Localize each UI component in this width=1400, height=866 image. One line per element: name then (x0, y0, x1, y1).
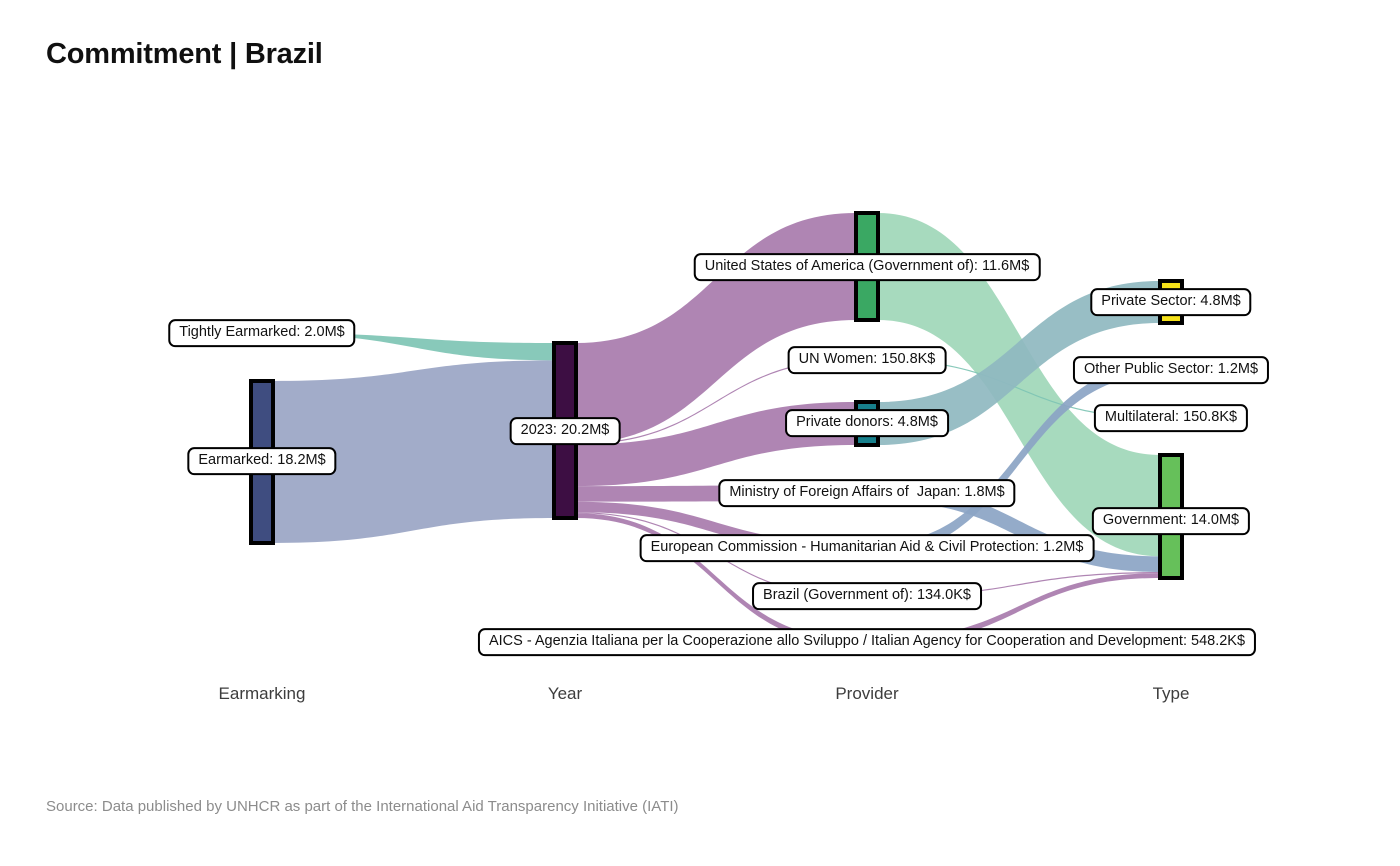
node-label-tightly_earmarked[interactable]: Tightly Earmarked: 2.0M$ (168, 319, 356, 347)
sankey-link[interactable] (878, 573, 1160, 645)
source-note: Source: Data published by UNHCR as part … (46, 798, 679, 815)
sankey-link[interactable] (878, 213, 1160, 557)
node-label-aics[interactable]: AICS - Agenzia Italiana per la Cooperazi… (477, 628, 1257, 656)
node-label-private_donors[interactable]: Private donors: 4.8M$ (785, 409, 949, 437)
sankey-link[interactable] (576, 359, 856, 445)
page-title: Commitment | Brazil (46, 38, 323, 70)
column-label-earmarking: Earmarking (218, 684, 306, 703)
node-label-japan_mofa[interactable]: Ministry of Foreign Affairs of Japan: 1.… (718, 479, 1016, 507)
sankey-diagram: Earmarking Year Provider Type Tightly Earma… (168, 211, 1270, 703)
sankey-link[interactable] (878, 364, 1160, 554)
node-label-usa[interactable]: United States of America (Government of)… (693, 253, 1041, 281)
column-label-provider: Provider (835, 684, 899, 703)
node-label-earmarked[interactable]: Earmarked: 18.2M$ (187, 447, 337, 475)
node-label-government[interactable]: Government: 14.0M$ (1091, 507, 1251, 535)
node-label-brazil_gov[interactable]: Brazil (Government of): 134.0K$ (752, 582, 982, 610)
node-label-echo[interactable]: European Commission - Humanitarian Aid &… (639, 534, 1095, 562)
sankey-link[interactable] (878, 572, 1160, 598)
node-label-private_sector[interactable]: Private Sector: 4.8M$ (1090, 288, 1252, 316)
node-label-other_public_sector[interactable]: Other Public Sector: 1.2M$ (1072, 356, 1270, 384)
sankey-link[interactable] (273, 360, 554, 543)
column-label-year: Year (547, 684, 583, 703)
column-label-type: Type (1152, 684, 1190, 703)
sankey-link[interactable] (878, 359, 1160, 419)
node-label-year_2023[interactable]: 2023: 20.2M$ (509, 417, 621, 445)
sankey-link[interactable] (878, 281, 1160, 445)
sankey-link[interactable] (576, 513, 856, 645)
sankey-link[interactable] (273, 333, 554, 361)
node-label-multilateral[interactable]: Multilateral: 150.8K$ (1093, 404, 1249, 432)
node-label-un_women[interactable]: UN Women: 150.8K$ (787, 346, 947, 374)
